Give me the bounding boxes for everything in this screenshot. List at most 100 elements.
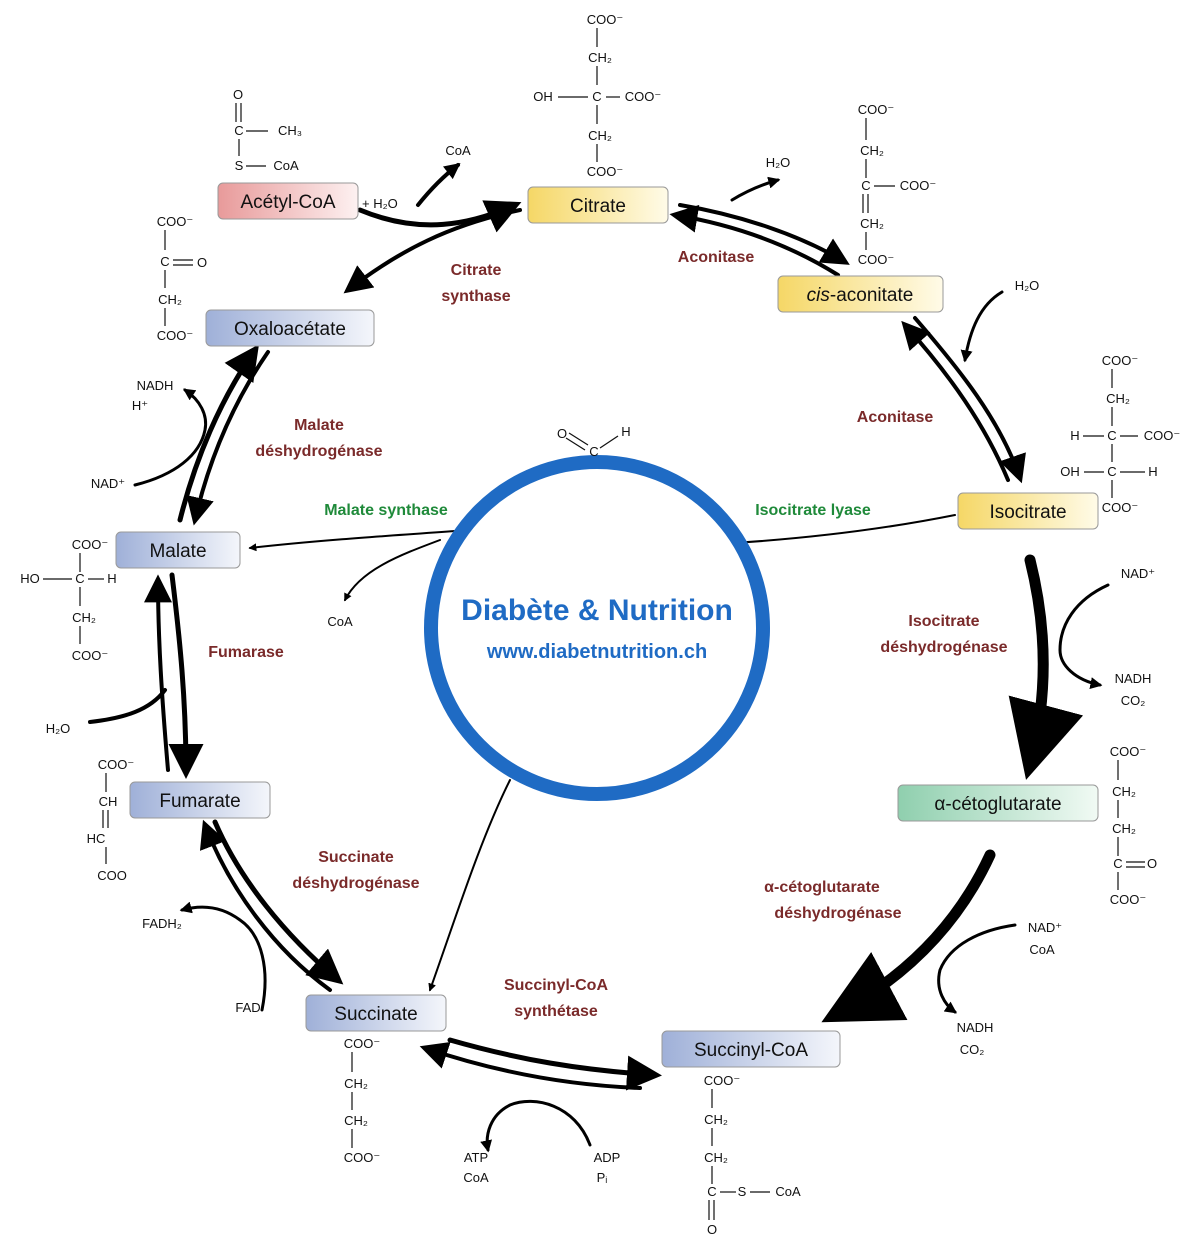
svg-text:COO⁻: COO⁻ <box>625 89 661 104</box>
enzyme-aconitase-right: Aconitase <box>857 409 934 426</box>
cofactor-nad-akg: NAD⁺ <box>1028 920 1062 935</box>
glyoxylate-structure: O C H <box>557 424 631 459</box>
svg-text:COO⁻: COO⁻ <box>344 1036 380 1051</box>
enzyme-akgdh-1: α-cétoglutarate <box>764 879 880 896</box>
acetyl-coa-structure: O C CH₃ S CoA <box>233 87 302 173</box>
fumarate-structure: COO⁻ CH HC COO <box>87 757 135 883</box>
alpha-ketoglutarate-label: α-cétoglutarate <box>934 794 1061 815</box>
citrate-label: Citrate <box>570 196 626 217</box>
svg-text:H: H <box>1070 428 1079 443</box>
cofactor-nad-mdh: NAD⁺ <box>91 476 125 491</box>
cofactor-atp: ATP <box>464 1150 488 1165</box>
succinate-box[interactable]: Succinate <box>305 994 447 1032</box>
svg-text:COO⁻: COO⁻ <box>1102 353 1138 368</box>
svg-text:CH₂: CH₂ <box>1112 821 1136 836</box>
cofactor-nadh-idh: NADH <box>1115 671 1152 686</box>
svg-text:COO⁻: COO⁻ <box>72 648 108 663</box>
enzyme-mdh-1: Malate <box>294 417 344 434</box>
svg-text:COO⁻: COO⁻ <box>900 178 936 193</box>
svg-text:COO⁻: COO⁻ <box>98 757 134 772</box>
cofactor-coa-malate-synthase: CoA <box>327 614 353 629</box>
svg-text:COO⁻: COO⁻ <box>1110 892 1146 907</box>
enzyme-citrate-synthase-1: Citrate <box>451 262 502 279</box>
cofactor-h-mdh: H⁺ <box>132 398 148 413</box>
citrate-box[interactable]: Citrate <box>527 186 669 224</box>
cycle-arrows <box>88 163 1110 1153</box>
svg-text:COO⁻: COO⁻ <box>1110 744 1146 759</box>
succinate-structure: COO⁻ CH₂ CH₂ COO⁻ <box>344 1036 380 1165</box>
succinyl-coa-box[interactable]: Succinyl-CoA <box>661 1030 841 1068</box>
svg-text:H: H <box>621 424 630 439</box>
succinate-label: Succinate <box>334 1004 417 1025</box>
malate-structure: COO⁻ HO C H CH₂ COO⁻ <box>20 537 116 663</box>
svg-text:O: O <box>233 87 243 102</box>
svg-text:C: C <box>1107 464 1116 479</box>
alpha-ketoglutarate-box[interactable]: α-cétoglutarate <box>897 784 1099 822</box>
malate-box[interactable]: Malate <box>115 531 241 569</box>
svg-text:CH₂: CH₂ <box>72 610 96 625</box>
fumarate-label: Fumarate <box>159 791 240 812</box>
svg-text:O: O <box>557 426 567 441</box>
enzyme-idh-2: déshydrogénase <box>880 639 1007 656</box>
svg-text:COO: COO <box>97 868 127 883</box>
cis-aconitate-box[interactable]: cis-aconitate <box>777 275 944 313</box>
cofactor-h2o-aconitase-top: H₂O <box>766 155 791 170</box>
cofactor-nad-idh: NAD⁺ <box>1121 566 1155 581</box>
succinyl-coa-label: Succinyl-CoA <box>694 1040 808 1061</box>
svg-text:OH: OH <box>1060 464 1080 479</box>
succinyl-coa-structure: COO⁻ CH₂ CH₂ C S CoA O <box>704 1073 801 1237</box>
enzyme-citrate-synthase-2: synthase <box>441 288 510 305</box>
svg-text:CH₂: CH₂ <box>860 143 884 158</box>
svg-text:C: C <box>592 89 601 104</box>
acetyl-coa-box[interactable]: Acétyl-CoA <box>217 182 359 220</box>
svg-text:C: C <box>1107 428 1116 443</box>
svg-text:COO⁻: COO⁻ <box>587 164 623 179</box>
enzyme-scs-2: synthétase <box>514 1003 598 1020</box>
svg-text:COO⁻: COO⁻ <box>1144 428 1180 443</box>
svg-text:HO: HO <box>20 571 40 586</box>
cis-aconitate-structure: COO⁻ CH₂ C COO⁻ CH₂ COO⁻ <box>858 102 936 267</box>
cofactor-nadh-akg: NADH <box>957 1020 994 1035</box>
citrate-structure: COO⁻ CH₂ OH C COO⁻ CH₂ COO⁻ <box>533 12 661 179</box>
isocitrate-structure: COO⁻ CH₂ H C COO⁻ OH C H COO⁻ <box>1060 353 1180 515</box>
enzyme-sdh-1: Succinate <box>318 849 394 866</box>
svg-text:CH₂: CH₂ <box>860 216 884 231</box>
svg-text:COO⁻: COO⁻ <box>858 252 894 267</box>
svg-text:CH₂: CH₂ <box>1112 784 1136 799</box>
enzyme-akgdh-2: déshydrogénase <box>774 905 901 922</box>
svg-text:HC: HC <box>87 831 106 846</box>
svg-text:H: H <box>1148 464 1157 479</box>
svg-text:C: C <box>589 444 598 459</box>
svg-text:C: C <box>707 1184 716 1199</box>
svg-text:COO⁻: COO⁻ <box>704 1073 740 1088</box>
svg-text:OH: OH <box>533 89 553 104</box>
svg-text:CoA: CoA <box>273 158 299 173</box>
svg-text:O: O <box>1147 856 1157 871</box>
enzyme-idh-1: Isocitrate <box>908 613 979 630</box>
enzyme-labels: Citrate synthase Aconitase Aconitase Iso… <box>208 249 1007 1020</box>
oxaloacetate-box[interactable]: Oxaloacétate <box>205 309 375 347</box>
isocitrate-label: Isocitrate <box>989 502 1066 523</box>
svg-text:COO⁻: COO⁻ <box>858 102 894 117</box>
brand-badge: Diabète & Nutrition www.diabetnutrition.… <box>424 455 770 801</box>
cofactor-co2-akg: CO₂ <box>960 1042 985 1057</box>
cofactor-co2-idh: CO₂ <box>1121 693 1146 708</box>
cis-aconitate-label: cis-aconitate <box>807 285 914 306</box>
enzyme-malate-synthase: Malate synthase <box>324 502 448 519</box>
svg-text:CH₂: CH₂ <box>1106 391 1130 406</box>
svg-text:CH₃: CH₃ <box>278 123 302 138</box>
oxaloacetate-structure: COO⁻ C O CH₂ COO⁻ <box>157 214 207 343</box>
cofactor-pi: Pᵢ <box>597 1170 608 1185</box>
metabolite-boxes: Citrate cis-aconitate Isocitrate α-cétog… <box>115 182 1099 1068</box>
svg-text:C: C <box>75 571 84 586</box>
svg-text:CH₂: CH₂ <box>588 128 612 143</box>
cofactor-coa-akg: CoA <box>1029 942 1055 957</box>
svg-text:CH₂: CH₂ <box>344 1113 368 1128</box>
cofactor-nadh-mdh: NADH <box>137 378 174 393</box>
svg-text:S: S <box>738 1184 747 1199</box>
enzyme-isocitrate-lyase: Isocitrate lyase <box>755 502 871 519</box>
isocitrate-box[interactable]: Isocitrate <box>957 492 1099 530</box>
fumarate-box[interactable]: Fumarate <box>129 781 271 819</box>
svg-text:O: O <box>707 1222 717 1237</box>
